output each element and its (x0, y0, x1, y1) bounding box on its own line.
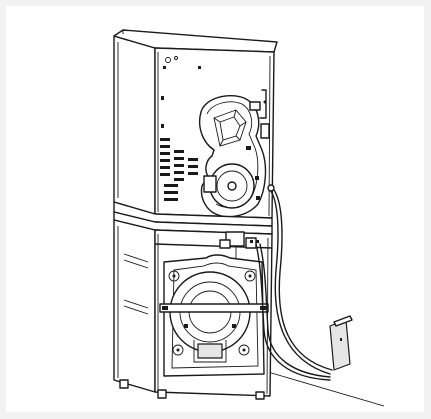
upper-unit-side-panel (113, 35, 156, 215)
wall-outlet-box (329, 315, 353, 371)
foot (119, 379, 129, 389)
foot (157, 389, 167, 399)
lower-unit-side-panel (113, 219, 156, 393)
floor-line (267, 371, 385, 407)
vent-grille (160, 138, 198, 201)
foot (255, 391, 265, 400)
lower-unit (113, 219, 273, 400)
blower-housing (198, 94, 267, 218)
inlet-valve (219, 231, 259, 262)
tub-rear-cover (159, 254, 269, 377)
upper-unit-top (113, 29, 278, 53)
upper-unit (113, 29, 278, 219)
drain-hoses (255, 184, 333, 381)
